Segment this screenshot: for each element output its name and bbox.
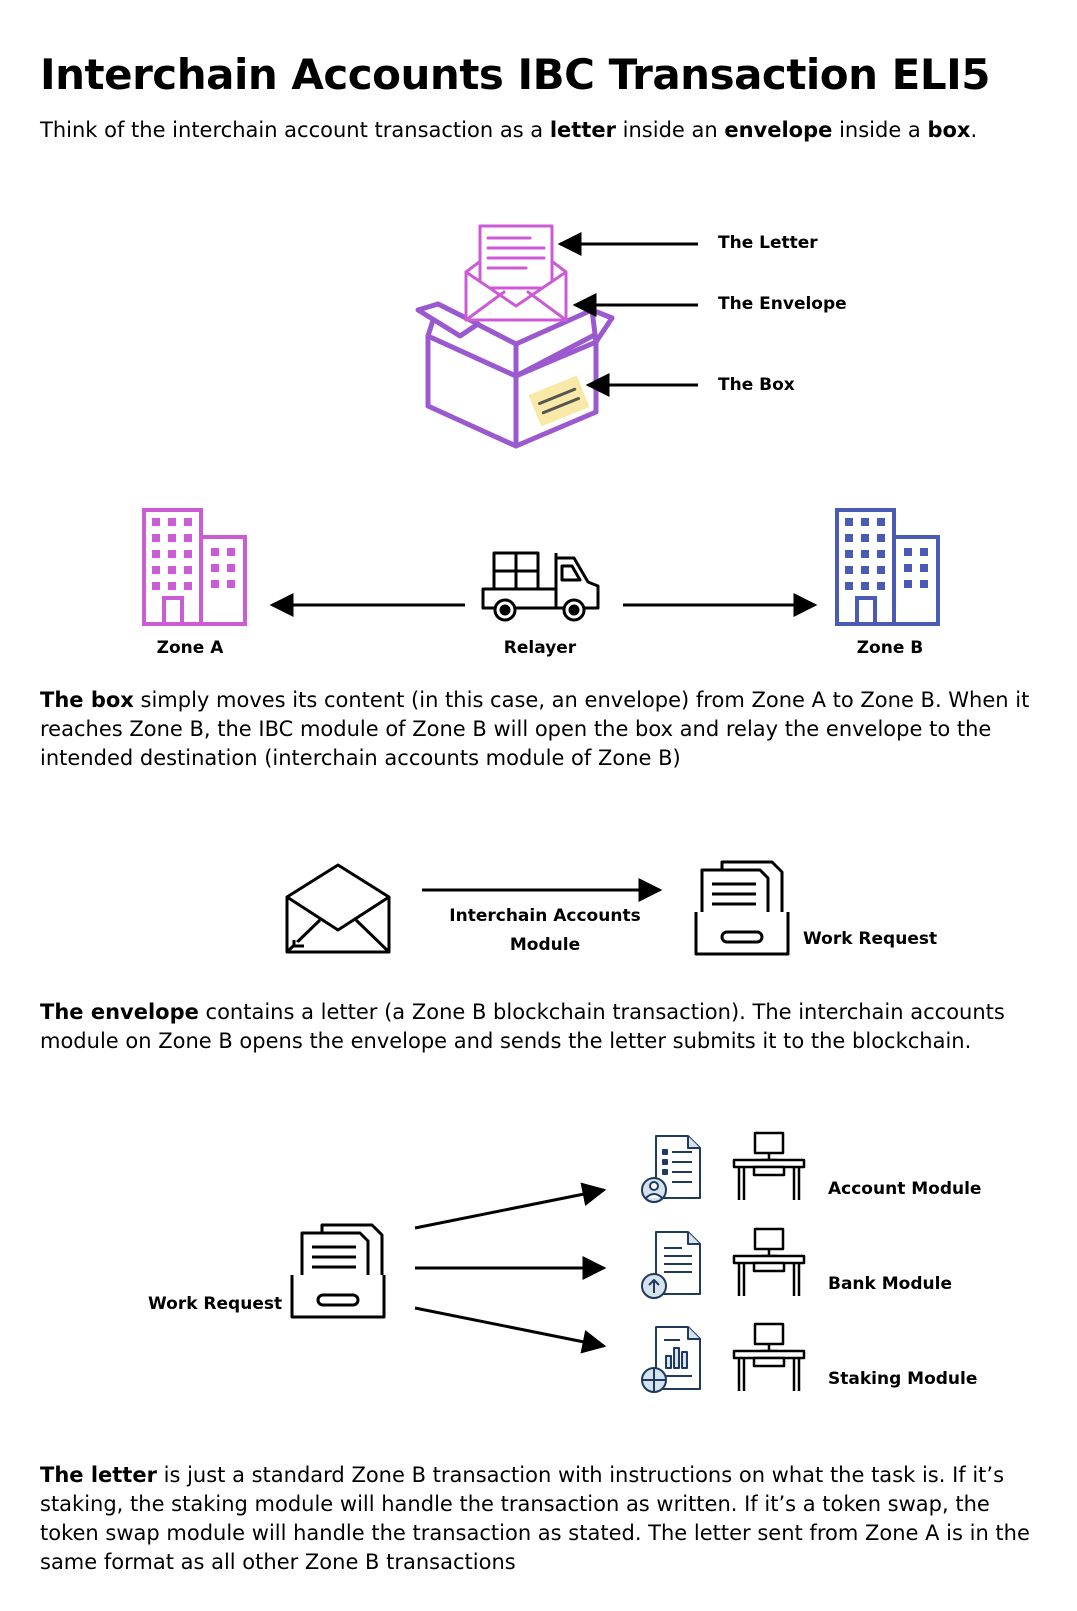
label-zone-a: Zone A: [156, 638, 224, 658]
bank-desk-icon: [732, 1227, 806, 1296]
label-zone-b: Zone B: [856, 638, 924, 658]
zone-b-building-icon: [835, 508, 940, 626]
paragraph-box: The box simply moves its content (in thi…: [40, 688, 1030, 770]
label-work-request: Work Request: [803, 929, 938, 949]
work-request-inbox-icon-2: [290, 1223, 386, 1319]
label-bank-module: Bank Module: [828, 1274, 952, 1294]
staking-document-icon: [641, 1326, 701, 1393]
box-envelope-letter-icon: [415, 224, 615, 449]
label-the-letter: The Letter: [718, 233, 818, 253]
intro-text: Think of the interchain account transact…: [40, 118, 978, 142]
bank-document-icon: [641, 1231, 701, 1299]
label-the-envelope: The Envelope: [718, 294, 847, 314]
relayer-truck-icon: [481, 551, 600, 622]
work-request-inbox-icon: [694, 860, 790, 956]
page-title: Interchain Accounts IBC Transaction ELI5: [40, 50, 990, 99]
label-staking-module: Staking Module: [828, 1369, 978, 1389]
label-account-module: Account Module: [828, 1179, 982, 1199]
label-the-box: The Box: [718, 375, 795, 395]
arrow-to-staking-module: [414, 1306, 607, 1354]
staking-desk-icon: [732, 1322, 806, 1391]
envelope-icon: [464, 224, 568, 322]
account-desk-icon: [732, 1131, 806, 1200]
label-work-request-2: Work Request: [148, 1294, 283, 1314]
label-relayer: Relayer: [503, 638, 577, 658]
account-document-icon: [641, 1135, 701, 1203]
paragraph-letter: The letter is just a standard Zone B tra…: [40, 1463, 1030, 1574]
open-envelope-icon: [285, 863, 391, 954]
arrow-to-account-module: [414, 1182, 607, 1230]
paragraph-envelope: The envelope contains a letter (a Zone B…: [40, 1000, 1005, 1053]
zone-a-building-icon: [142, 508, 247, 626]
box-icon: [415, 301, 615, 449]
